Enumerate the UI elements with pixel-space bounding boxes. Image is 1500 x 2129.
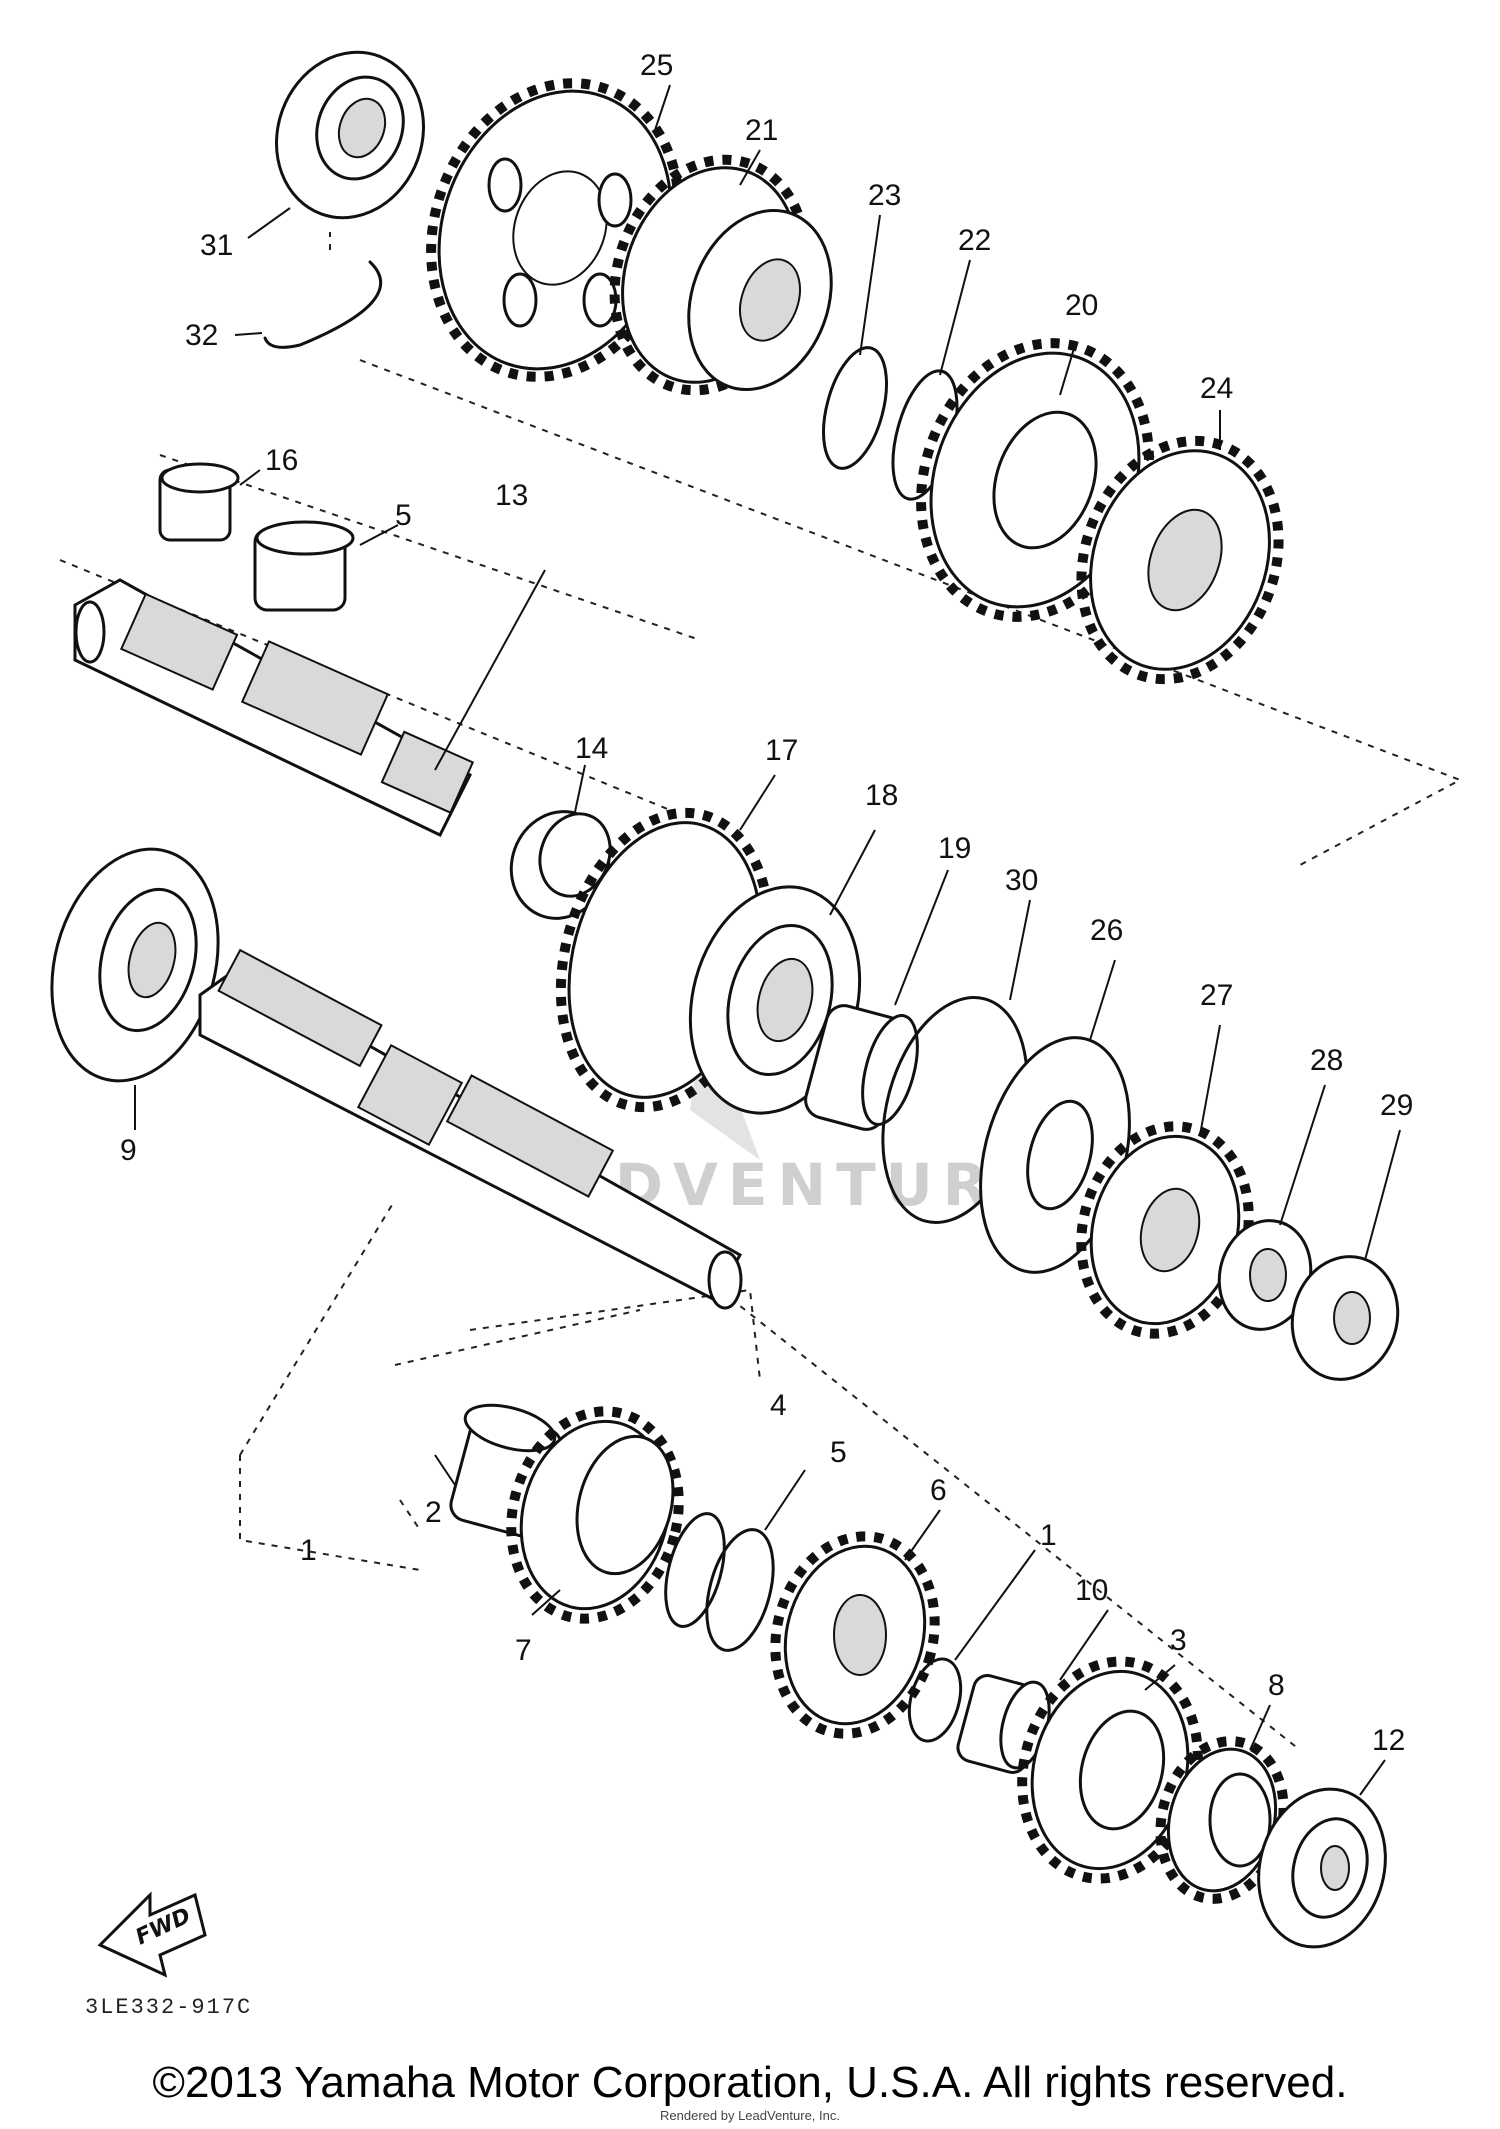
washer-26 [979,1036,1131,1274]
callout-5-lower: 5 [830,1436,847,1469]
bushing-16 [158,462,240,542]
callout-1: 1 [300,1534,317,1567]
leader-lines [134,84,1401,1796]
callout-11: 1 [1040,1519,1057,1552]
bushing-5-upper [253,520,355,612]
callout-8: 8 [1268,1669,1285,1702]
callout-32: 32 [185,319,218,352]
callout-12: 12 [1372,1724,1405,1757]
gear-21 [609,154,833,396]
circlip-5-lower [705,1528,775,1652]
rendered-by-credit: Rendered by LeadVenture, Inc. [660,2108,840,2123]
copyright-notice: ©2013 Yamaha Motor Corporation, U.S.A. A… [152,2058,1348,2107]
fwd-arrow: FWD [97,1891,207,1978]
callout-21: 21 [745,114,778,147]
callout-24: 24 [1200,372,1233,405]
callout-2: 2 [425,1496,442,1529]
gear-8 [1155,1736,1289,1904]
callout-31: 31 [200,229,233,262]
bushing-14 [509,810,612,920]
collar-19 [804,1004,919,1131]
callout-7: 7 [515,1634,532,1667]
callout-10: 10 [1075,1574,1108,1607]
main-axle-13 [73,578,475,837]
callout-26: 26 [1090,914,1123,947]
gear-7 [506,1406,684,1624]
bearing-9 [50,847,220,1083]
drive-axle [198,948,743,1310]
callout-30: 30 [1005,864,1038,897]
callout-17: 17 [765,734,798,767]
callout-labels: 31 32 25 21 23 22 20 24 16 5 13 14 17 18… [120,49,1413,1757]
bearing-12 [1257,1787,1387,1949]
callout-13: 13 [495,479,528,512]
callout-19: 19 [938,832,971,865]
bearing-31 [274,50,426,220]
washer-4 [664,1512,726,1628]
callout-6: 6 [930,1474,947,1507]
callout-29: 29 [1380,1089,1413,1122]
circlip-23 [822,346,888,470]
callout-25: 25 [640,49,673,82]
callout-14: 14 [575,732,608,765]
callout-16: 16 [265,444,298,477]
callout-5-upper: 5 [395,499,412,532]
washer-11 [907,1657,963,1743]
callout-3: 3 [1170,1624,1187,1657]
nut-29 [1290,1255,1400,1381]
gear-3 [1017,1656,1203,1884]
callout-4: 4 [770,1389,787,1422]
callout-28: 28 [1310,1044,1343,1077]
callout-27: 27 [1200,979,1233,1012]
callout-20: 20 [1065,289,1098,322]
callout-18: 18 [865,779,898,812]
lock-washer-28 [1217,1219,1313,1331]
callout-22: 22 [958,224,991,257]
callout-23: 23 [868,179,901,212]
gear-24 [1076,435,1284,685]
drawing-code: 3LE332-917C [85,1995,252,2020]
gear-6 [770,1531,940,1739]
circlip-32 [263,260,382,349]
callout-9: 9 [120,1134,137,1167]
